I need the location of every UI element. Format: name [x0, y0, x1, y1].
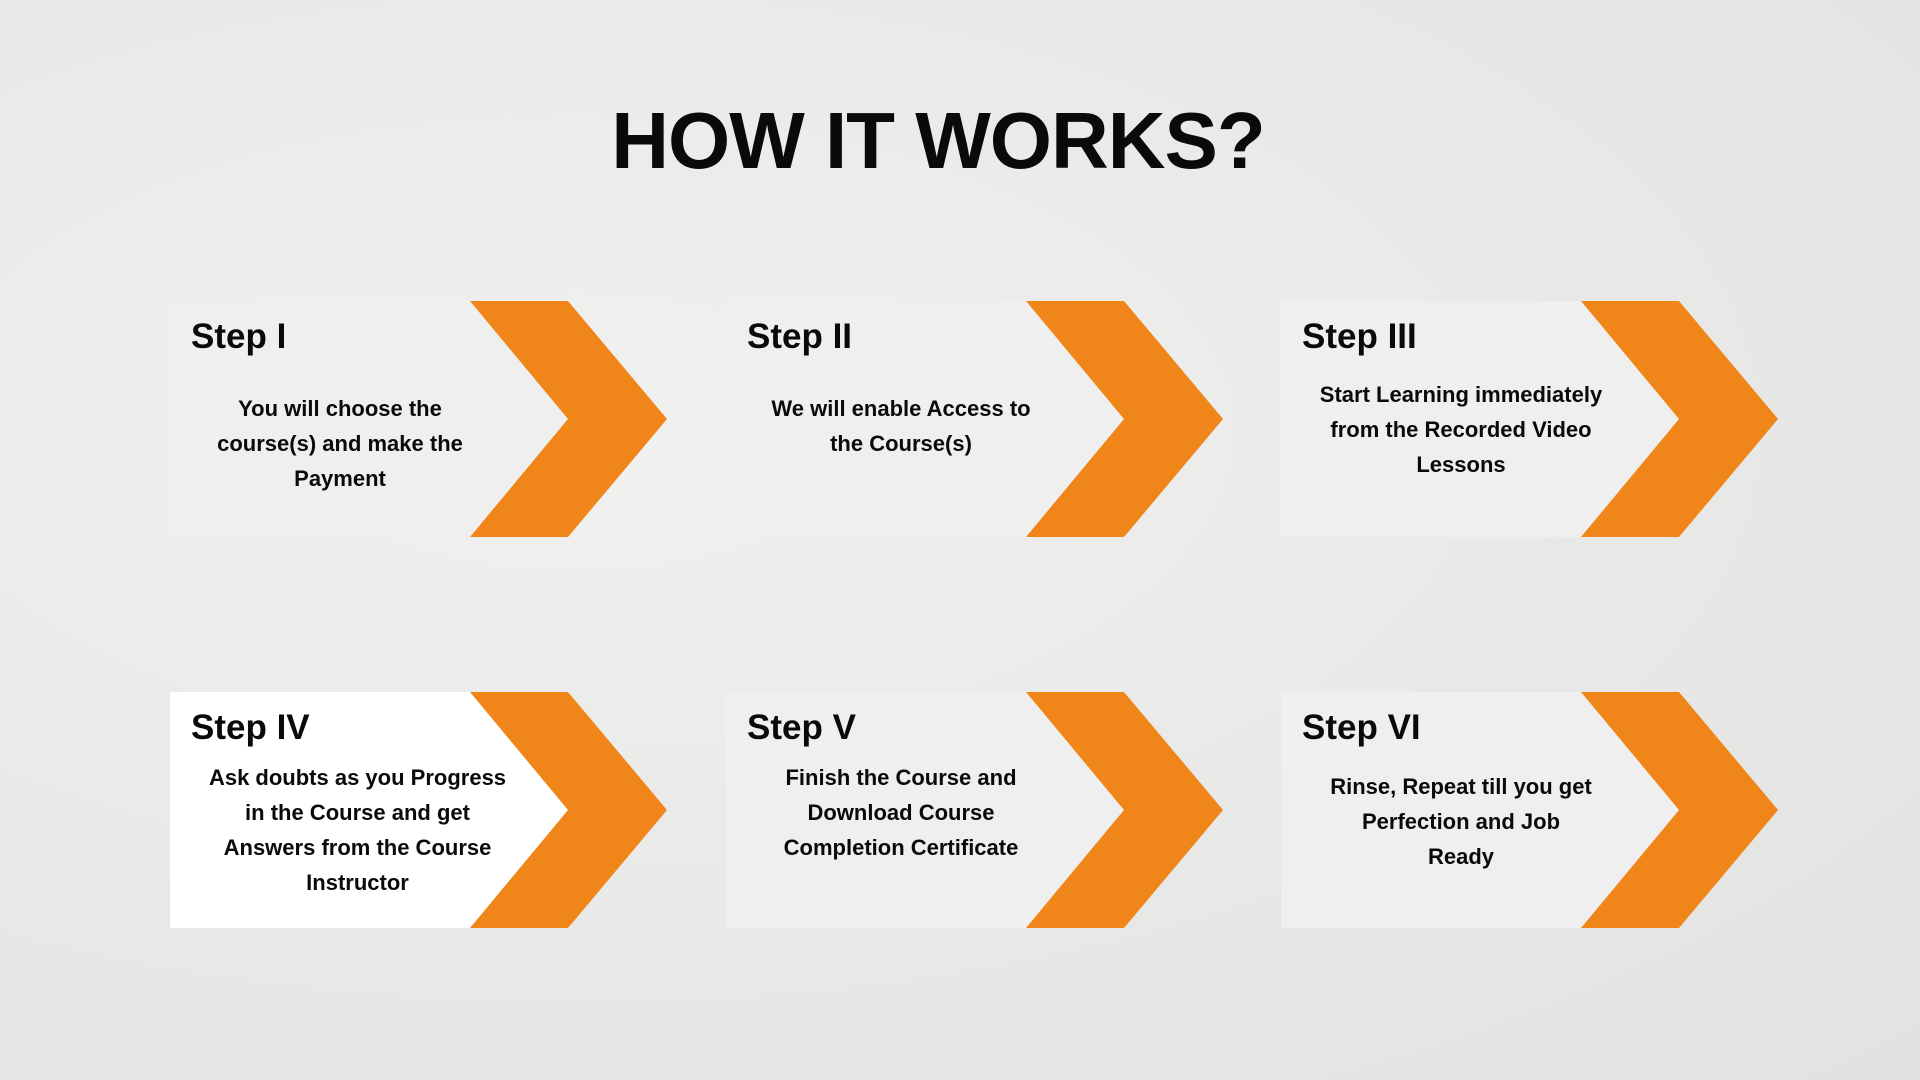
chevron-arrow-icon — [1581, 692, 1778, 928]
step-card-3: Step III Start Learning immediately from… — [1281, 301, 1778, 537]
chevron-arrow-icon — [1581, 301, 1778, 537]
step-description: You will choose the course(s) and make t… — [217, 396, 463, 491]
step-description: Finish the Course and Download Course Co… — [783, 765, 1019, 860]
step-label: Step VI — [1302, 708, 1421, 747]
step-description: Ask doubts as you Progress in the Course… — [208, 765, 507, 895]
step-label: Step IV — [191, 708, 310, 747]
step-card-6: Step VI Rinse, Repeat till you get Perfe… — [1281, 692, 1778, 928]
step-card-4: Step IV Ask doubts as you Progress in th… — [170, 692, 667, 928]
step-description: Start Learning immediately from the Reco… — [1319, 382, 1603, 477]
page-title: HOW IT WORKS? — [611, 96, 1266, 185]
step-label: Step I — [191, 317, 287, 356]
step-label: Step II — [747, 317, 853, 356]
step-description: Rinse, Repeat till you get Perfection an… — [1330, 774, 1592, 869]
chevron-arrow-icon — [1026, 301, 1223, 537]
step-card-2: Step II We will enable Access to the Cou… — [726, 301, 1223, 537]
chevron-arrow-icon — [470, 692, 667, 928]
step-card-1: Step I You will choose the course(s) and… — [170, 301, 667, 537]
step-label: Step V — [747, 708, 856, 747]
step-description: We will enable Access to the Course(s) — [771, 396, 1031, 456]
step-label: Step III — [1302, 317, 1417, 356]
chevron-arrow-icon — [470, 301, 667, 537]
step-card-5: Step V Finish the Course and Download Co… — [726, 692, 1223, 928]
chevron-arrow-icon — [1026, 692, 1223, 928]
